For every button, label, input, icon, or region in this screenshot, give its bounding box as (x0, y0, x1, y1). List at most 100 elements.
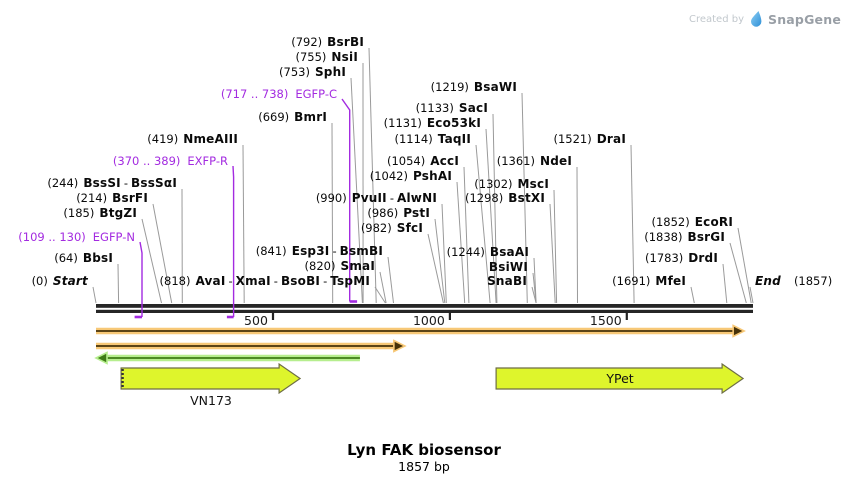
site-position: (792) (291, 35, 323, 49)
primer-name: EGFP-C (295, 87, 337, 101)
feature-arrow-construct-top[interactable] (96, 324, 746, 338)
primer-label-egfp-n[interactable]: (109 .. 130)EGFP-N (18, 230, 135, 244)
leader-line (427, 233, 444, 304)
site-name: BtgZI (99, 206, 137, 220)
site-name: AlwNI (397, 191, 437, 205)
site-name: DrdI (688, 251, 718, 265)
title-block: Lyn FAK biosensor 1857 bp (0, 441, 848, 475)
site-label-snabi[interactable]: SnaBI (487, 274, 527, 288)
site-label-sphi[interactable]: (753)SphI (279, 65, 346, 79)
site-name: NdeI (539, 154, 572, 168)
site-label-nsii[interactable]: (755)NsiI (295, 50, 358, 64)
site-position: (1521) (553, 132, 592, 146)
leader-line (737, 227, 752, 304)
site-position: (1244) (446, 245, 485, 259)
site-name: AvaI (195, 274, 226, 288)
site-name: DraI (596, 132, 626, 146)
leader-line (242, 144, 245, 304)
site-name: Esp3I (291, 244, 330, 258)
sequence-line[interactable] (96, 304, 753, 313)
site-label-bsaai[interactable]: (1244)BsaAI (447, 245, 529, 259)
feature-arrow-ypet[interactable] (495, 362, 745, 395)
site-label-sfci[interactable]: (982)SfcI (361, 221, 423, 235)
site-name: TspMI (330, 274, 370, 288)
site-label-ecori[interactable]: (1852)EcoRI (651, 215, 733, 229)
feature-arrow-reverse-fragment[interactable] (94, 351, 360, 365)
site-label-mfei[interactable]: (1691)MfeI (612, 274, 686, 288)
leader-line (729, 242, 747, 304)
site-label-psti[interactable]: (986)PstI (367, 206, 430, 220)
leader-line (117, 263, 120, 304)
site-position: (820) (304, 259, 336, 273)
leader-line (576, 166, 578, 304)
site-label-drai[interactable]: (1521) DraI (554, 132, 627, 146)
primer-range: (109 .. 130) (18, 230, 86, 244)
separator: - (323, 274, 328, 288)
site-label-ndei[interactable]: (1361)NdeI (497, 154, 572, 168)
site-name: BsiWI (488, 260, 528, 274)
site-label-bsssi[interactable]: (244)BssSI-BssSαI (47, 176, 177, 190)
feature-arrow-construct-mid[interactable] (96, 339, 407, 353)
primer-label-exfp-r[interactable]: (370 .. 389)EXFP-R (113, 154, 228, 168)
ruler-tick (448, 311, 451, 320)
site-label-btgzi[interactable]: (185)BtgZI (63, 206, 137, 220)
site-position: (1131) (383, 116, 422, 130)
leader-line (374, 286, 386, 304)
site-label-bsiwi[interactable]: BsiWI (489, 260, 528, 274)
leader-line (722, 263, 728, 304)
site-label-bstxi[interactable]: (1298)BstXI (465, 191, 545, 205)
site-position: (419) (147, 132, 179, 146)
leader-line (485, 128, 497, 304)
primer-feature-marker-exfp-r[interactable] (226, 165, 235, 319)
site-position: (1042) (369, 169, 408, 183)
site-position: (1114) (394, 132, 433, 146)
site-name: PshAI (412, 169, 452, 183)
snapgene-logo-icon (751, 11, 762, 27)
site-label-eco53ki[interactable]: (1131)Eco53kI (384, 116, 481, 130)
site-label-bsrfi[interactable]: (214)BsrFI (76, 191, 148, 205)
primer-feature-marker-egfp-c[interactable] (341, 98, 358, 303)
site-position: (990) (315, 191, 347, 205)
leader-line (152, 203, 173, 304)
site-name: MscI (517, 177, 549, 191)
site-label-avai[interactable]: (818)AvaI-XmaI-BsoBI-TspMI (160, 274, 370, 288)
site-label-smai[interactable]: (820)SmaI (305, 259, 375, 273)
site-position: (1838) (644, 230, 683, 244)
site-name: BsoBI (280, 274, 321, 288)
site-label-esp3i[interactable]: (841)Esp3I-BsmBI (256, 244, 383, 258)
primer-label-egfp-c[interactable]: (717 .. 738)EGFP-C (221, 87, 337, 101)
site-name: SnaBI (487, 274, 527, 288)
site-label-pvuii[interactable]: (990)PvuII-AlwNI (316, 191, 437, 205)
site-label-drdi[interactable]: (1783)DrdI (645, 251, 718, 265)
site-position: (841) (255, 244, 287, 258)
site-label-acci[interactable]: (1054)AccI (387, 154, 459, 168)
leader-line (630, 144, 635, 304)
site-label-bsrbi[interactable]: (792) BsrBI (291, 35, 364, 49)
site-label-bsrgi[interactable]: (1838)BsrGI (644, 230, 725, 244)
site-label-taqii[interactable]: (1114) TaqII (394, 132, 471, 146)
site-name: Start (52, 274, 88, 288)
ruler-tick (625, 311, 628, 320)
primer-range: (370 .. 389) (112, 154, 181, 168)
site-label-bsawi[interactable]: (1219)BsaWI (431, 80, 517, 94)
site-position: (1219) (430, 80, 469, 94)
site-label-pshai[interactable]: (1042) PshAI (370, 169, 452, 183)
site-position: (982) (360, 221, 392, 235)
ruler-tick (271, 311, 275, 320)
feature-arrow-vn173[interactable] (120, 362, 302, 395)
site-label-bbsi[interactable]: (64)BbsI (54, 251, 113, 265)
site-label-saci[interactable]: (1133)SacI (416, 101, 488, 115)
site-label-bmri[interactable]: (669)BmrI (258, 110, 327, 124)
site-name: TaqII (437, 132, 471, 146)
site-name: BsrBI (327, 35, 364, 49)
site-name: BsrFI (112, 191, 148, 205)
site-label-nmeaiii[interactable]: (419)NmeAIII (147, 132, 238, 146)
site-position: (1691) (612, 274, 651, 288)
primer-feature-marker-egfp-n[interactable] (134, 241, 143, 319)
site-label-start[interactable]: (0)Start (32, 274, 88, 288)
map-title: Lyn FAK biosensor (347, 441, 501, 459)
site-label-end[interactable]: End(1857) (755, 274, 832, 288)
watermark-created-by: Created by (688, 13, 744, 25)
site-label-msci[interactable]: (1302)MscI (474, 177, 549, 191)
separator: - (332, 244, 337, 258)
